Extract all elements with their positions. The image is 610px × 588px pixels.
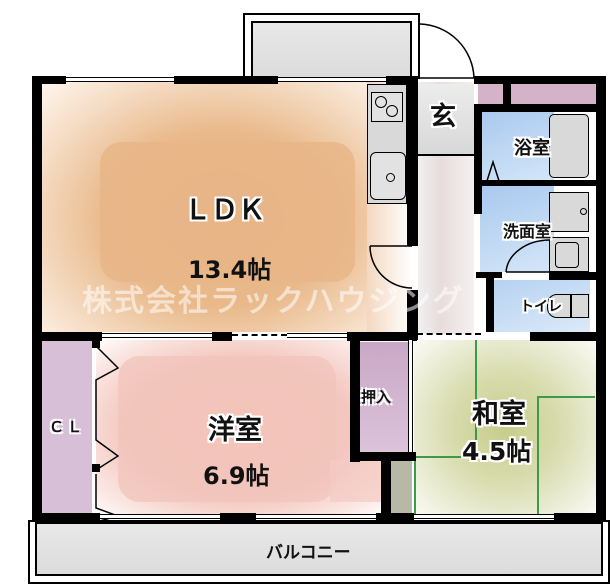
tatami-line-h1 <box>537 396 595 398</box>
wall-bath-bottom <box>480 180 596 186</box>
wall-top-ldk-left <box>32 76 66 84</box>
wall-top-right <box>474 76 604 84</box>
company-watermark: 株式会社ラックハウジング <box>82 284 465 319</box>
balcony <box>35 522 603 576</box>
western-ext <box>330 460 382 502</box>
wall-top-ldk-right <box>386 76 418 84</box>
genkan-floor <box>418 84 474 154</box>
wall-toilet-left <box>486 272 494 332</box>
ldk-door-swing-icon <box>369 245 413 289</box>
tatami-line-v2 <box>537 396 539 514</box>
wash-basin <box>549 237 589 272</box>
tatami-line-v3 <box>414 456 416 516</box>
closet-floor <box>42 340 92 516</box>
japanese-label: 和室 <box>472 399 526 430</box>
bath-floor <box>480 112 554 182</box>
toilet-label: トイレ <box>520 299 562 315</box>
wall-bottom-mid2 <box>376 513 414 522</box>
sliding-door-ldk-mid[interactable] <box>287 333 347 338</box>
oshiire-door[interactable] <box>408 340 413 452</box>
wall-mid-center <box>347 332 417 341</box>
japanese-size: 4.5帖 <box>462 437 532 466</box>
japanese-room-alcove <box>390 460 412 516</box>
washroom-label: 洗面室 <box>503 222 552 241</box>
western-size: 6.9帖 <box>203 462 270 490</box>
oshiire-label: 押入 <box>361 388 392 406</box>
balcony-label: バルコニー <box>266 543 351 563</box>
wall-right <box>596 76 606 522</box>
western-inner-highlight <box>118 356 336 502</box>
ldk-inner-highlight <box>100 142 355 282</box>
sliding-door-ldk-western[interactable] <box>102 333 212 338</box>
washroom-floor <box>480 186 554 272</box>
window-ldk-top-2[interactable] <box>278 77 386 82</box>
wall-ldk-right <box>407 76 418 246</box>
washroom-door-swing-icon <box>505 239 551 273</box>
ldk-size: 13.4帖 <box>188 256 272 284</box>
sliding-door-dashed[interactable] <box>232 334 287 339</box>
sliding-door-hall-japanese[interactable] <box>417 333 481 339</box>
wall-bottom-mid1 <box>220 513 256 522</box>
sink-icon <box>370 152 406 200</box>
washing-machine <box>549 192 589 232</box>
window-western-1[interactable] <box>100 514 220 519</box>
tatami-line-v1 <box>475 340 477 458</box>
wall-western-japanese <box>381 452 391 522</box>
ldk-label: ＬＤＫ <box>184 195 265 226</box>
wall-left <box>32 76 42 522</box>
wall-mid-right <box>530 332 606 341</box>
wall-bottom-right <box>554 513 606 522</box>
stove-icon <box>371 92 403 122</box>
wall-shoe-divider <box>503 82 511 104</box>
tatami-line-h2 <box>414 456 476 458</box>
wall-bottom-left <box>32 513 100 522</box>
top-balcony <box>251 21 412 79</box>
western-label: 洋室 <box>208 415 262 446</box>
window-japanese[interactable] <box>414 514 554 519</box>
oshiire-floor <box>360 342 408 454</box>
toilet-fixture <box>547 294 589 318</box>
japanese-room-floor <box>414 340 596 516</box>
wall-mid-post <box>212 332 232 341</box>
shoe-storage <box>478 84 596 104</box>
window-western-2[interactable] <box>256 514 376 519</box>
bath-door-icon <box>485 160 501 185</box>
entrance-door-swing-icon <box>419 23 476 79</box>
bathtub <box>549 114 589 178</box>
entrance-label: 玄 <box>430 102 457 132</box>
wall-ldk-right-lower <box>407 290 418 340</box>
bath-label: 浴室 <box>514 138 550 159</box>
wall-wash-bottom <box>549 272 601 280</box>
wall-entrance-right <box>474 104 482 214</box>
closet-folding-doors-icon <box>92 340 121 520</box>
wall-top-ldk-mid <box>174 76 278 84</box>
genkan-step-line <box>418 154 474 156</box>
wall-oshiire-left <box>350 338 360 462</box>
window-ldk-top-1[interactable] <box>66 77 174 82</box>
closet-label: ＣＬ <box>49 418 86 436</box>
wall-shoe-bottom <box>474 104 604 112</box>
wall-mid-left <box>32 332 102 341</box>
